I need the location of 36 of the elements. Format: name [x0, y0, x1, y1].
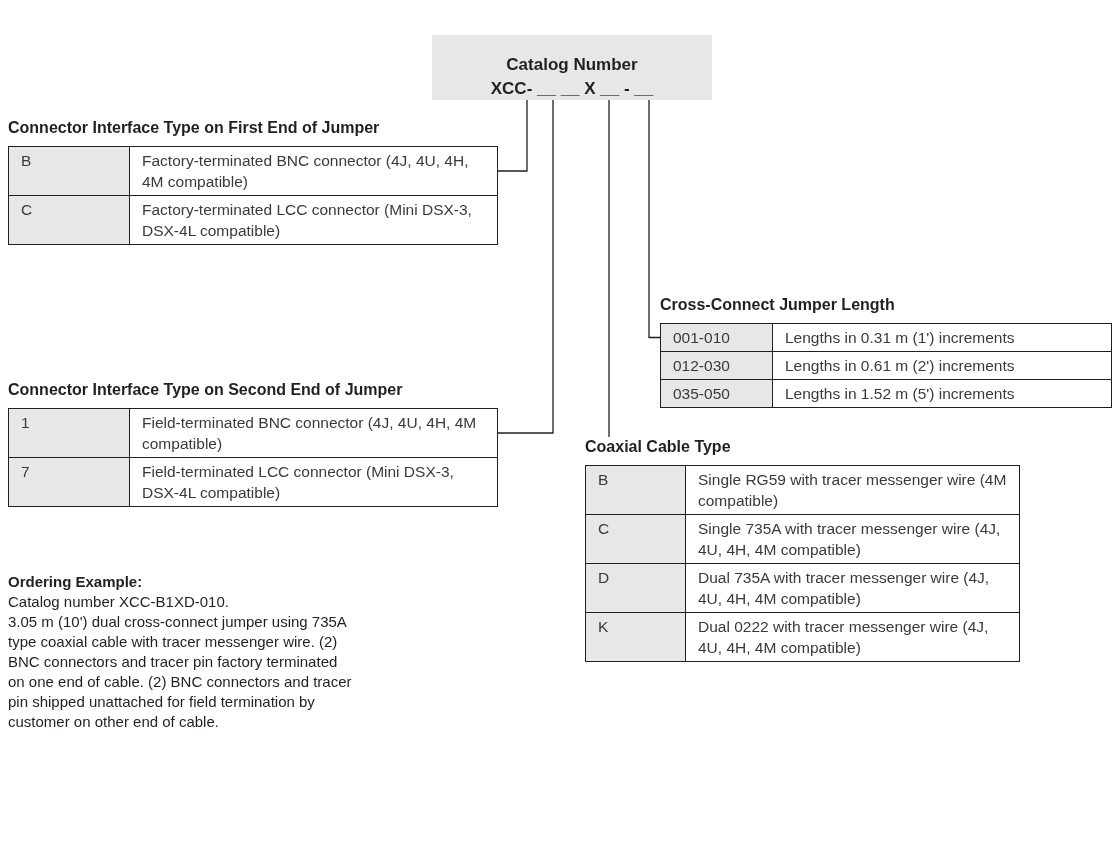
description-cell: Field-terminated BNC connector (4J, 4U, 4H, 4M compatible): [129, 408, 498, 458]
code-cell: 001-010: [660, 323, 773, 352]
leader-line: [608, 99, 610, 438]
catalog-heading: Catalog Number: [505, 55, 639, 75]
example-text: 3.05 m (10') dual cross-connect jumper using 735A type coaxial cable with tracer messenger wire. (2) BNC connectors and tracer pin factory terminated on one end of cable. (2) BNC connectors and tracer pin shipped unattached for field termination by customer on other end of cable.: [8, 612, 353, 732]
description-cell: Dual 735A with tracer messenger wire (4J, 4U, 4H, 4M compatible): [685, 563, 1020, 613]
description-cell: Factory-terminated LCC connector (Mini DSX-3, DSX-4L compatible): [129, 195, 498, 245]
catalog-code: XCC- __ __ X __ - __: [490, 79, 654, 99]
code-cell: C: [585, 514, 686, 564]
description-cell: Single 735A with tracer messenger wire (4J, 4U, 4H, 4M compatible): [685, 514, 1020, 564]
example-text: Catalog number XCC-B1XD-010.: [8, 592, 230, 612]
table-heading: Cross-Connect Jumper Length: [660, 295, 896, 315]
code-cell: C: [8, 195, 130, 245]
description-cell: Factory-terminated BNC connector (4J, 4U, 4H, 4M compatible): [129, 146, 498, 196]
leader-line: [497, 99, 528, 172]
description-cell: Single RG59 with tracer messenger wire (4M compatible): [685, 465, 1020, 515]
description-cell: Lengths in 1.52 m (5') increments: [772, 379, 1112, 408]
description-cell: Lengths in 0.31 m (1') increments: [772, 323, 1112, 352]
code-cell: B: [585, 465, 686, 515]
description-cell: Dual 0222 with tracer messenger wire (4J, 4U, 4H, 4M compatible): [685, 612, 1020, 662]
table-heading: Connector Interface Type on First End of Jumper: [8, 118, 381, 138]
table-heading: Coaxial Cable Type: [585, 437, 732, 457]
code-cell: D: [585, 563, 686, 613]
leader-line: [497, 99, 554, 434]
example-heading: Ordering Example:: [8, 572, 144, 592]
description-cell: Lengths in 0.61 m (2') increments: [772, 351, 1112, 380]
code-cell: K: [585, 612, 686, 662]
catalog-number-box: [432, 35, 712, 100]
code-cell: 7: [8, 457, 130, 507]
description-cell: Field-terminated LCC connector (Mini DSX-3, DSX-4L compatible): [129, 457, 498, 507]
code-cell: 012-030: [660, 351, 773, 380]
leader-line: [648, 99, 661, 339]
code-cell: 1: [8, 408, 130, 458]
table-heading: Connector Interface Type on Second End of Jumper: [8, 380, 404, 400]
code-cell: 035-050: [660, 379, 773, 408]
code-cell: B: [8, 146, 130, 196]
